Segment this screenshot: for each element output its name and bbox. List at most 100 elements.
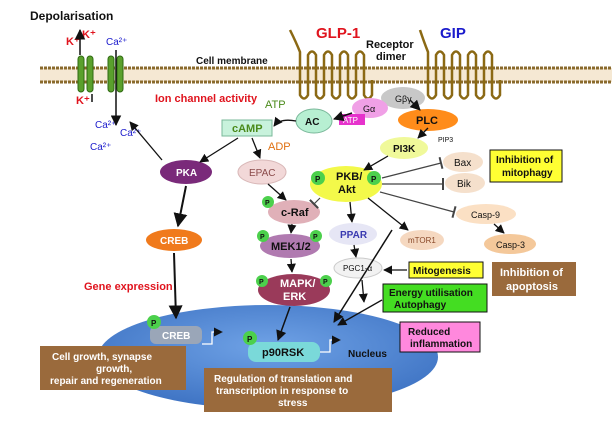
svg-text:Inhibition of: Inhibition of bbox=[496, 155, 554, 166]
ca-in-label-1: Ca²⁺ bbox=[95, 120, 116, 131]
svg-text:growth,: growth, bbox=[96, 364, 132, 375]
pi3k-label: PI3K bbox=[393, 144, 416, 155]
atp-tag-label: ATP bbox=[343, 116, 358, 125]
mapk-phospho-left bbox=[256, 275, 268, 287]
pkb-phospho-left bbox=[311, 171, 325, 185]
creb-nuclear-node bbox=[150, 326, 202, 344]
atp-label: ATP bbox=[265, 99, 286, 111]
svg-text:ERK: ERK bbox=[283, 291, 306, 303]
mapk-phospho-right bbox=[320, 275, 332, 287]
glp1-receptor bbox=[288, 29, 374, 100]
gene-expression-label: Gene expression bbox=[84, 281, 173, 293]
k-plus-out-label-2: K⁺ bbox=[82, 29, 96, 41]
svg-text:P: P bbox=[260, 234, 265, 241]
k-plus-out-label: K⁺ bbox=[66, 36, 80, 48]
mek12-node bbox=[260, 234, 320, 258]
plc-node bbox=[398, 109, 458, 131]
nucleus-label: Nucleus bbox=[348, 349, 387, 360]
gip-label: GIP bbox=[440, 25, 466, 42]
cell-membrane-label: Cell membrane bbox=[196, 56, 268, 67]
bax-label: Bax bbox=[454, 158, 471, 169]
svg-text:inflammation: inflammation bbox=[410, 339, 472, 350]
ac-label: AC bbox=[305, 117, 319, 128]
svg-text:Inhibition of: Inhibition of bbox=[500, 267, 563, 279]
creb-node bbox=[146, 229, 202, 251]
camp-node bbox=[221, 119, 273, 137]
cell-growth-box: Cell growth, synapse growth, repair and … bbox=[40, 346, 186, 390]
epac-label: EPAC bbox=[249, 168, 276, 179]
svg-text:Akt: Akt bbox=[338, 184, 356, 196]
pip3-label: PIP3 bbox=[438, 137, 453, 144]
svg-text:Energy utilisation: Energy utilisation bbox=[389, 288, 473, 299]
svg-text:P: P bbox=[265, 200, 270, 207]
ion-channel-activity-label: Ion channel activity bbox=[155, 93, 258, 105]
ca-in-label-2: Ca²⁺ bbox=[120, 128, 141, 139]
svg-text:P: P bbox=[151, 319, 157, 328]
g-alpha-node bbox=[352, 98, 388, 118]
gip-receptor bbox=[418, 29, 502, 100]
svg-text:P: P bbox=[247, 335, 253, 344]
svg-text:Regulation of translation and: Regulation of translation and bbox=[214, 374, 352, 385]
depolarisation-label: Depolarisation bbox=[30, 9, 113, 23]
pka-node bbox=[160, 160, 212, 184]
atp-tag bbox=[339, 114, 365, 125]
mitogenesis-box bbox=[408, 261, 484, 279]
c-raf-label: c-Raf bbox=[281, 207, 309, 219]
receptor-dimer-label: Receptor dimer bbox=[366, 39, 414, 63]
svg-text:Receptor: Receptor bbox=[366, 39, 414, 51]
p90rsk-phospho bbox=[243, 331, 257, 345]
g-alpha-label: Gα bbox=[363, 104, 375, 114]
ca-in-label-3: Ca²⁺ bbox=[90, 142, 111, 153]
pgc1a-node bbox=[333, 257, 383, 279]
ppar-label: PPAR bbox=[340, 230, 368, 241]
ion-channel-left bbox=[77, 55, 94, 93]
svg-text:apoptosis: apoptosis bbox=[506, 281, 558, 293]
creb-nuclear-label: CREB bbox=[162, 331, 190, 342]
svg-text:MAPK/: MAPK/ bbox=[280, 278, 315, 290]
mek-phospho-right bbox=[310, 230, 322, 242]
casp3-node bbox=[484, 234, 536, 254]
svg-text:stress: stress bbox=[278, 398, 308, 409]
svg-text:P: P bbox=[313, 234, 318, 241]
mek12-label: MEK1/2 bbox=[271, 241, 311, 253]
mitogenesis-label: Mitogenesis bbox=[413, 266, 471, 277]
svg-text:P: P bbox=[323, 279, 328, 286]
pgc1a-label: PGC1-α bbox=[343, 264, 372, 273]
ion-channel-right bbox=[107, 55, 124, 93]
svg-text:dimer: dimer bbox=[376, 51, 407, 63]
svg-text:Cell growth, synapse: Cell growth, synapse bbox=[52, 352, 152, 363]
mek-phospho-left bbox=[257, 230, 269, 242]
casp9-label: Casp-9 bbox=[471, 210, 500, 220]
p90rsk-node bbox=[248, 342, 320, 362]
svg-text:transcription in response to: transcription in response to bbox=[216, 386, 348, 397]
pi3k-node bbox=[380, 137, 428, 159]
pkb-phospho-right bbox=[367, 171, 381, 185]
bik-label: Bik bbox=[457, 179, 472, 190]
svg-text:Reduced: Reduced bbox=[408, 327, 450, 338]
regulation-box: Regulation of translation and transcript… bbox=[204, 368, 392, 412]
pkb-akt-label: PKB/ Akt bbox=[336, 171, 362, 196]
glp1-label: GLP-1 bbox=[316, 25, 360, 42]
creb-label: CREB bbox=[160, 236, 188, 247]
c-raf-node bbox=[268, 200, 320, 224]
svg-text:Autophagy: Autophagy bbox=[394, 300, 447, 311]
mtor1-node bbox=[400, 230, 444, 250]
camp-label: cAMP bbox=[232, 123, 263, 135]
mapk-erk-node bbox=[258, 274, 330, 306]
casp3-label: Casp-3 bbox=[496, 240, 525, 250]
bik-node bbox=[445, 173, 485, 193]
g-beta-gamma-label: Gβγ bbox=[395, 94, 412, 104]
ppar-node bbox=[329, 223, 377, 245]
p90rsk-label: p90RSK bbox=[262, 347, 304, 359]
cell-membrane bbox=[40, 66, 612, 84]
mapk-erk-label: MAPK/ ERK bbox=[280, 278, 315, 303]
epac-node bbox=[237, 159, 287, 185]
svg-text:PKB/: PKB/ bbox=[336, 171, 362, 183]
adp-label: ADP bbox=[268, 141, 291, 153]
pka-label: PKA bbox=[176, 168, 197, 179]
svg-text:repair and regeneration: repair and regeneration bbox=[50, 376, 162, 387]
reduced-inflammation-box: Reduced inflammation bbox=[399, 321, 481, 353]
energy-autophagy-box: Energy utilisation Autophagy bbox=[382, 283, 488, 313]
